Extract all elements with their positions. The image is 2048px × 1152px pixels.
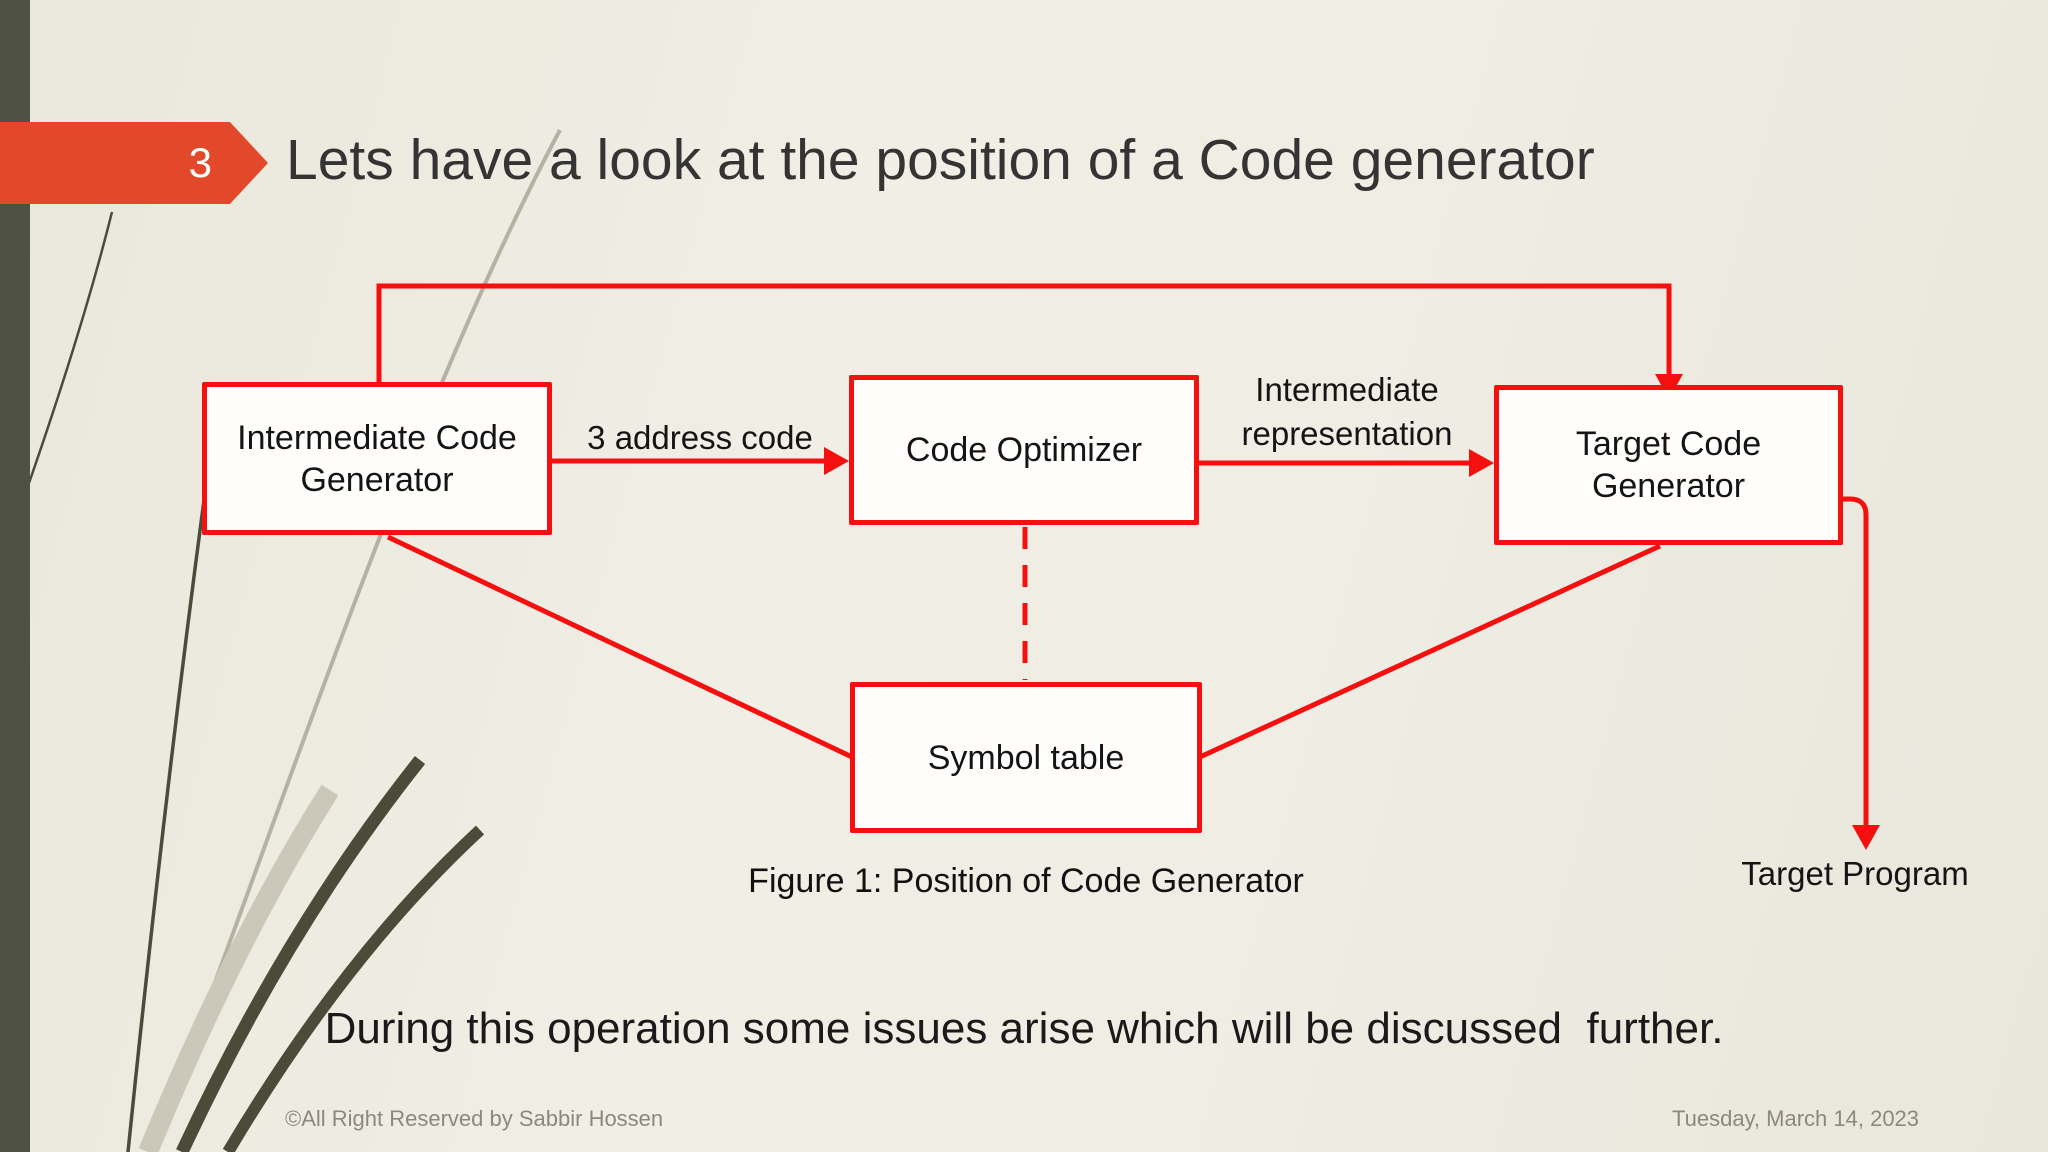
box-code-optimizer: Code Optimizer (849, 375, 1199, 525)
footer-copyright: ©All Right Reserved by Sabbir Hossen (285, 1106, 664, 1131)
label-line: representation (1241, 415, 1453, 452)
decor-blade-dark-thin (126, 469, 210, 1152)
slide-number: 3 (188, 139, 212, 186)
footer-date: Tuesday, March 14, 2023 (1672, 1106, 1920, 1131)
icg-symboltable-line (386, 534, 854, 760)
slide-number-banner: 3 (0, 122, 268, 204)
decor-blade-dark-thick-1 (176, 755, 426, 1152)
decor-blade-dark-thick-2 (222, 825, 485, 1152)
decor-blade-light-long (148, 129, 562, 1152)
box-intermediate-code-generator: Intermediate Code Generator (202, 382, 552, 535)
box-label-line: Intermediate Code (237, 418, 517, 457)
decor-blade-light-thick (138, 784, 339, 1152)
decor-blade-dark-upper (14, 211, 114, 521)
figure-caption: Figure 1: Position of Code Generator (748, 862, 1304, 900)
note-text: During this operation some issues arise … (324, 1004, 1724, 1053)
box-label-line: Target Code (1575, 425, 1762, 463)
symboltable-tcg-line (1198, 543, 1662, 760)
label-intermediate-representation: Intermediate representation (1199, 368, 1495, 456)
label-three-address-code: 3 address code (587, 419, 813, 456)
slide-title: Lets have a look at the position of a Co… (286, 128, 1595, 192)
box-label-line: Generator (1591, 467, 1746, 505)
box-target-code-generator: Target Code Generator (1494, 385, 1843, 545)
box-label-line: Code Optimizer (905, 431, 1143, 469)
target-program-arrowhead-icon (1852, 825, 1880, 850)
target-program-connector-line (1843, 496, 1869, 828)
label-target-program: Target Program (1741, 855, 1969, 892)
box-symbol-table: Symbol table (850, 682, 1202, 833)
label-line: Intermediate (1255, 371, 1439, 408)
box-label-line: Symbol table (927, 738, 1125, 777)
box-label-line: Generator (300, 460, 454, 499)
